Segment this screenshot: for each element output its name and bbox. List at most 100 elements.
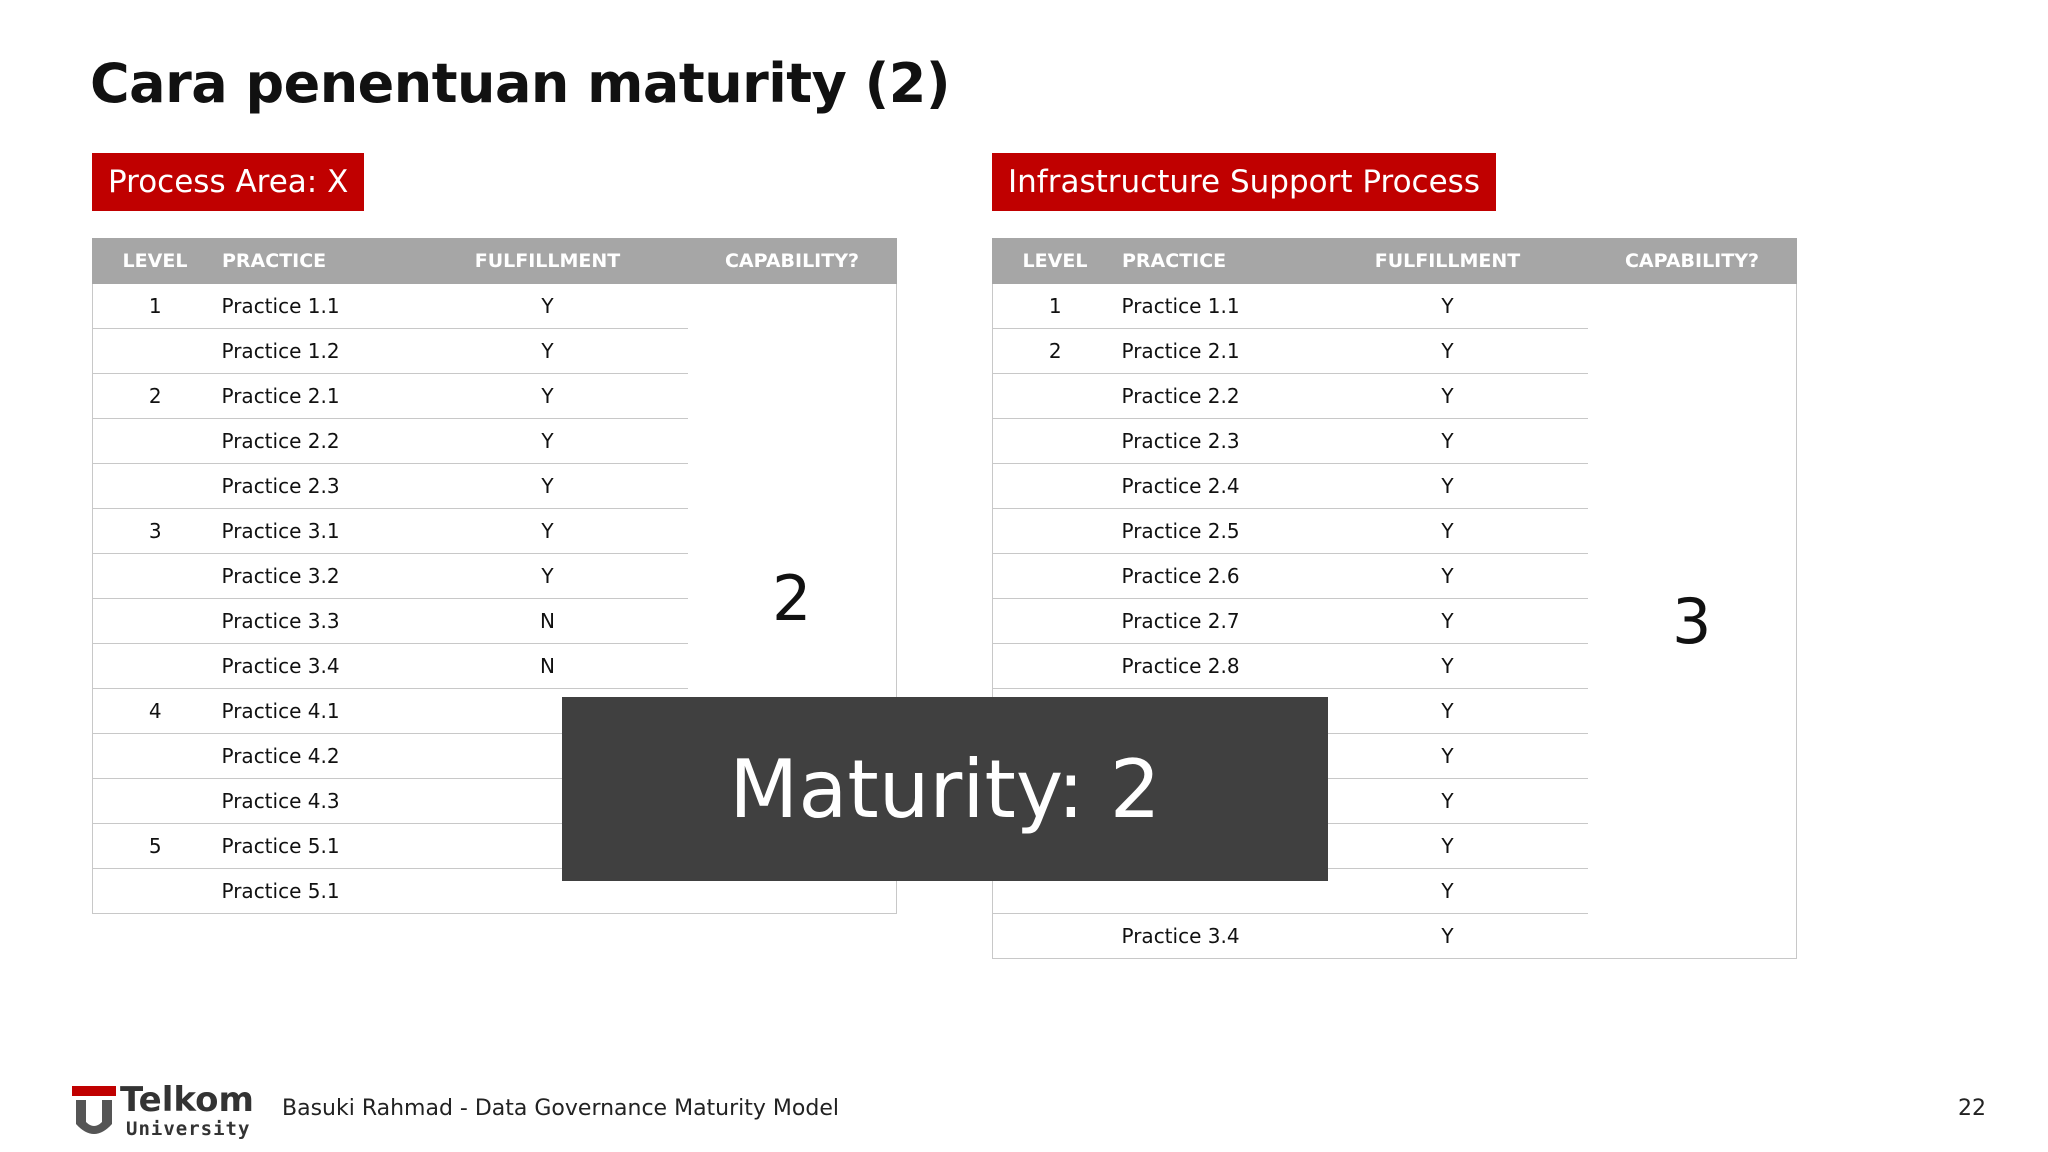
practice-cell: Practice 4.3 bbox=[217, 778, 408, 824]
fulfillment-cell: Y bbox=[1307, 913, 1588, 959]
level-cell bbox=[92, 868, 218, 914]
telkom-logo-icon bbox=[72, 1086, 116, 1134]
header-capability: CAPABILITY? bbox=[687, 238, 897, 284]
level-cell bbox=[992, 373, 1118, 419]
level-cell: 1 bbox=[92, 283, 218, 329]
level-cell: 1 bbox=[992, 283, 1118, 329]
fulfillment-cell: N bbox=[407, 643, 688, 689]
practice-cell: Practice 2.7 bbox=[1117, 598, 1308, 644]
level-cell: 5 bbox=[92, 823, 218, 869]
level-cell: 2 bbox=[92, 373, 218, 419]
level-cell bbox=[92, 418, 218, 464]
process-area-label: Process Area: X bbox=[92, 153, 365, 211]
level-cell bbox=[992, 463, 1118, 509]
fulfillment-cell: Y bbox=[407, 373, 688, 419]
level-cell bbox=[92, 643, 218, 689]
practice-cell: Practice 2.3 bbox=[217, 463, 408, 509]
level-cell bbox=[992, 418, 1118, 464]
fulfillment-cell: Y bbox=[1307, 463, 1588, 509]
practice-cell: Practice 3.4 bbox=[1117, 913, 1308, 959]
table-header-row: LEVEL PRACTICE FULFILLMENT CAPABILITY? bbox=[992, 238, 1797, 284]
level-cell bbox=[992, 598, 1118, 644]
header-practice: PRACTICE bbox=[217, 238, 408, 284]
level-cell: 4 bbox=[92, 688, 218, 734]
header-level: LEVEL bbox=[92, 238, 218, 284]
table-row: Practice 5.1 bbox=[92, 868, 897, 914]
fulfillment-cell: Y bbox=[1307, 283, 1588, 329]
practice-cell: Practice 2.1 bbox=[217, 373, 408, 419]
practice-cell: Practice 4.2 bbox=[217, 733, 408, 779]
fulfillment-cell: Y bbox=[407, 553, 688, 599]
fulfillment-cell: Y bbox=[1307, 553, 1588, 599]
level-cell bbox=[92, 328, 218, 374]
slide-title: Cara penentuan maturity (2) bbox=[90, 52, 951, 115]
fulfillment-cell: Y bbox=[1307, 373, 1588, 419]
level-cell bbox=[992, 643, 1118, 689]
fulfillment-cell: Y bbox=[1307, 688, 1588, 734]
level-cell bbox=[992, 913, 1118, 959]
practice-cell: Practice 3.3 bbox=[217, 598, 408, 644]
practice-cell: Practice 2.4 bbox=[1117, 463, 1308, 509]
practice-cell: Practice 2.1 bbox=[1117, 328, 1308, 374]
practice-cell: Practice 3.2 bbox=[217, 553, 408, 599]
fulfillment-cell: Y bbox=[407, 508, 688, 554]
fulfillment-cell: Y bbox=[407, 418, 688, 464]
fulfillment-cell: Y bbox=[1307, 823, 1588, 869]
level-cell bbox=[92, 778, 218, 824]
practice-cell: Practice 2.2 bbox=[217, 418, 408, 464]
practice-cell: Practice 4.1 bbox=[217, 688, 408, 734]
practice-cell: Practice 2.8 bbox=[1117, 643, 1308, 689]
header-fulfillment: FULFILLMENT bbox=[1307, 238, 1588, 284]
fulfillment-cell: Y bbox=[407, 283, 688, 329]
logo-word-telkom: Telkom bbox=[120, 1080, 254, 1120]
practice-cell: Practice 2.2 bbox=[1117, 373, 1308, 419]
fulfillment-cell: Y bbox=[1307, 598, 1588, 644]
capability-value: 3 bbox=[1587, 283, 1797, 959]
level-cell bbox=[92, 553, 218, 599]
level-cell bbox=[92, 733, 218, 779]
header-fulfillment: FULFILLMENT bbox=[407, 238, 688, 284]
fulfillment-cell: Y bbox=[1307, 778, 1588, 824]
fulfillment-cell: Y bbox=[1307, 868, 1588, 914]
fulfillment-cell: Y bbox=[407, 463, 688, 509]
practice-cell: Practice 2.3 bbox=[1117, 418, 1308, 464]
fulfillment-cell: N bbox=[407, 598, 688, 644]
fulfillment-cell: Y bbox=[1307, 418, 1588, 464]
practice-cell: Practice 1.2 bbox=[217, 328, 408, 374]
table-header-row: LEVEL PRACTICE FULFILLMENT CAPABILITY? bbox=[92, 238, 897, 284]
level-cell bbox=[92, 463, 218, 509]
practice-cell: Practice 5.1 bbox=[217, 868, 408, 914]
practice-cell: Practice 5.1 bbox=[217, 823, 408, 869]
fulfillment-cell: Y bbox=[1307, 643, 1588, 689]
logo-word-university: University bbox=[126, 1118, 251, 1140]
fulfillment-cell: Y bbox=[1307, 733, 1588, 779]
level-cell bbox=[92, 598, 218, 644]
header-practice: PRACTICE bbox=[1117, 238, 1308, 284]
practice-cell: Practice 3.4 bbox=[217, 643, 408, 689]
practice-cell: Practice 2.5 bbox=[1117, 508, 1308, 554]
level-cell bbox=[992, 553, 1118, 599]
practice-cell: Practice 1.1 bbox=[217, 283, 408, 329]
fulfillment-cell: Y bbox=[407, 328, 688, 374]
header-capability: CAPABILITY? bbox=[1587, 238, 1797, 284]
fulfillment-cell: Y bbox=[1307, 508, 1588, 554]
level-cell: 2 bbox=[992, 328, 1118, 374]
process-area-table: LEVEL PRACTICE FULFILLMENT CAPABILITY? 1… bbox=[92, 238, 897, 914]
